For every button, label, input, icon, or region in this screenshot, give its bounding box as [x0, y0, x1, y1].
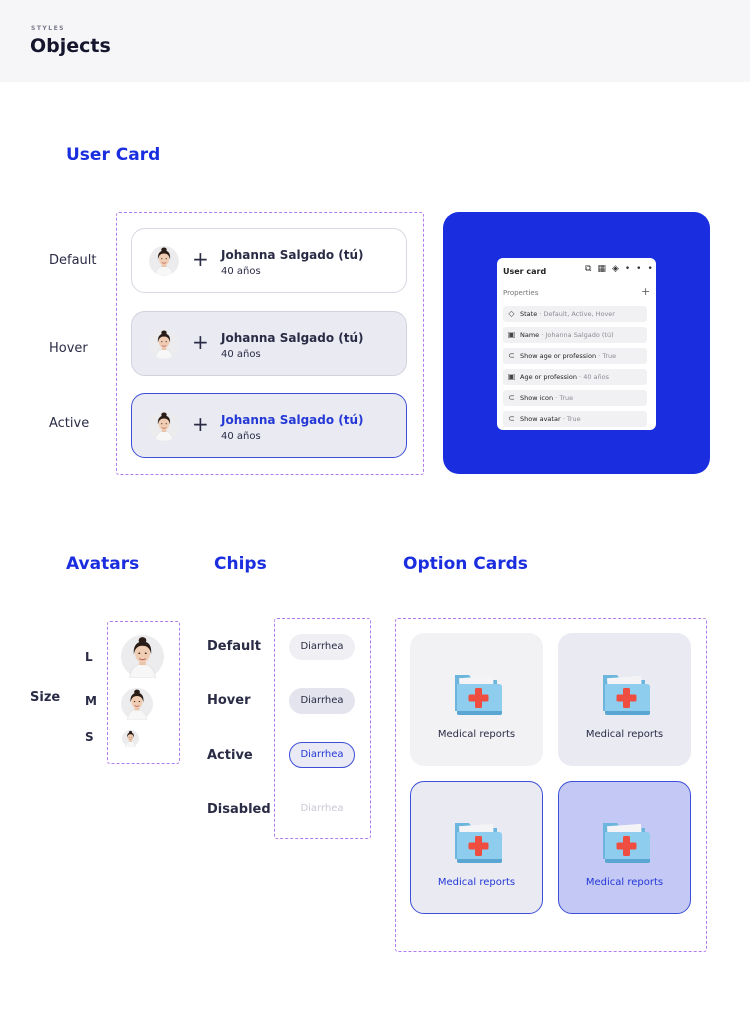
user-age: 40 años	[221, 431, 261, 442]
text-property-icon: ▣	[507, 372, 516, 381]
toggle-icon: ⊂	[508, 414, 515, 423]
page-header	[0, 0, 750, 82]
property-label: Age or profession	[520, 373, 577, 381]
chip-state-label: Active	[207, 748, 253, 763]
property-value: Johanna Salgado (tú)	[545, 331, 614, 339]
page-title: Objects	[30, 35, 111, 57]
component-set-icon[interactable]: ⧉	[585, 264, 598, 274]
grid-icon[interactable]: ▦	[597, 264, 612, 274]
option-card-label: Medical reports	[585, 729, 664, 740]
toggle-icon: ⊂	[508, 393, 515, 402]
property-separator: ·	[555, 394, 558, 402]
size-label: Size	[30, 690, 61, 705]
option-card-label: Medical reports	[437, 877, 516, 888]
chip-active[interactable]: Diarrhea	[289, 742, 355, 768]
medical-folder-icon	[451, 815, 507, 867]
medical-folder-icon	[599, 667, 655, 719]
avatar-small	[122, 730, 139, 747]
size-letter: M	[85, 694, 97, 708]
property-row[interactable]: ⊂ Show icon · True	[503, 390, 647, 406]
user-age: 40 años	[221, 349, 261, 360]
chip-disabled: Diarrhea	[289, 796, 355, 822]
plus-icon: +	[192, 330, 209, 354]
option-cards-frame	[395, 618, 707, 952]
chip-default[interactable]: Diarrhea	[289, 634, 355, 660]
user-card-hover[interactable]: + Johanna Salgado (tú) 40 años	[131, 311, 407, 376]
user-card-section-title: User Card	[66, 145, 161, 165]
medical-folder-icon	[451, 667, 507, 719]
option-card-label: Medical reports	[585, 877, 664, 888]
property-row[interactable]: ◇ State · Default, Active, Hover	[503, 306, 647, 322]
user-card-state-label: Default	[49, 253, 97, 268]
property-separator: ·	[579, 373, 582, 381]
text-property-icon: ▣	[507, 330, 516, 339]
property-separator: ·	[598, 352, 601, 360]
avatar-large	[121, 635, 164, 678]
property-value: 40 años	[583, 373, 609, 381]
property-label: State	[520, 310, 538, 318]
property-label: Name	[520, 331, 540, 339]
medical-folder-icon	[599, 815, 655, 867]
property-row[interactable]: ⊂ Show avatar · True	[503, 411, 647, 427]
more-icon[interactable]: •••	[624, 264, 659, 274]
property-separator: ·	[539, 310, 542, 318]
plus-icon: +	[192, 247, 209, 271]
chips-section-title: Chips	[214, 554, 267, 574]
property-row[interactable]: ⊂ Show age or profession · True	[503, 348, 647, 364]
option-card-label: Medical reports	[437, 729, 516, 740]
property-value: True	[566, 415, 581, 423]
property-separator: ·	[562, 415, 565, 423]
plus-icon: +	[192, 412, 209, 436]
user-card-default[interactable]: + Johanna Salgado (tú) 40 años	[131, 228, 407, 293]
user-name: Johanna Salgado (tú)	[221, 413, 364, 427]
size-letter: L	[85, 650, 93, 664]
avatar	[149, 411, 179, 441]
option-cards-section-title: Option Cards	[403, 554, 528, 574]
size-letter: S	[85, 730, 94, 744]
chip-state-label: Disabled	[207, 802, 271, 817]
avatar	[149, 329, 179, 359]
properties-card-title: User card	[503, 267, 547, 276]
chip-hover[interactable]: Diarrhea	[289, 688, 355, 714]
avatars-frame	[107, 621, 180, 764]
user-card-state-label: Hover	[49, 341, 88, 356]
user-card-active[interactable]: + Johanna Salgado (tú) 40 años	[131, 393, 407, 458]
property-value: Default, Active, Hover	[543, 310, 615, 318]
property-separator: ·	[541, 331, 544, 339]
user-age: 40 años	[221, 266, 261, 277]
property-row[interactable]: ▣ Age or profession · 40 años	[503, 369, 647, 385]
component-icon[interactable]: ◈	[611, 264, 625, 274]
add-property-button[interactable]: +	[641, 285, 651, 298]
variant-diamond-icon: ◇	[508, 309, 515, 318]
property-value: True	[602, 352, 617, 360]
property-label: Show avatar	[520, 415, 561, 423]
user-card-state-label: Active	[49, 416, 90, 431]
property-row[interactable]: ▣ Name · Johanna Salgado (tú)	[503, 327, 647, 343]
avatars-section-title: Avatars	[66, 554, 140, 574]
properties-subtitle: Properties	[503, 289, 539, 297]
property-label: Show age or profession	[520, 352, 597, 360]
property-value: True	[559, 394, 574, 402]
user-name: Johanna Salgado (tú)	[221, 331, 364, 345]
option-card-hover[interactable]: Medical reports	[558, 633, 691, 766]
property-label: Show icon	[520, 394, 554, 402]
avatar-medium	[121, 688, 153, 720]
chip-state-label: Hover	[207, 693, 251, 708]
properties-card: User card ⧉▦◈••• Properties + ◇ State · …	[497, 258, 656, 430]
user-name: Johanna Salgado (tú)	[221, 248, 364, 262]
properties-preview-panel: User card ⧉▦◈••• Properties + ◇ State · …	[443, 212, 710, 474]
properties-toolbar: ⧉▦◈•••	[585, 264, 659, 274]
user-card-frame	[116, 212, 424, 475]
option-card-selected[interactable]: Medical reports	[558, 781, 691, 914]
avatar	[149, 246, 179, 276]
chip-state-label: Default	[207, 639, 261, 654]
option-card-active[interactable]: Medical reports	[410, 781, 543, 914]
chips-frame: Diarrhea Diarrhea Diarrhea Diarrhea	[274, 618, 371, 839]
page-eyebrow: STYLES	[31, 25, 66, 32]
toggle-icon: ⊂	[508, 351, 515, 360]
option-card-default[interactable]: Medical reports	[410, 633, 543, 766]
